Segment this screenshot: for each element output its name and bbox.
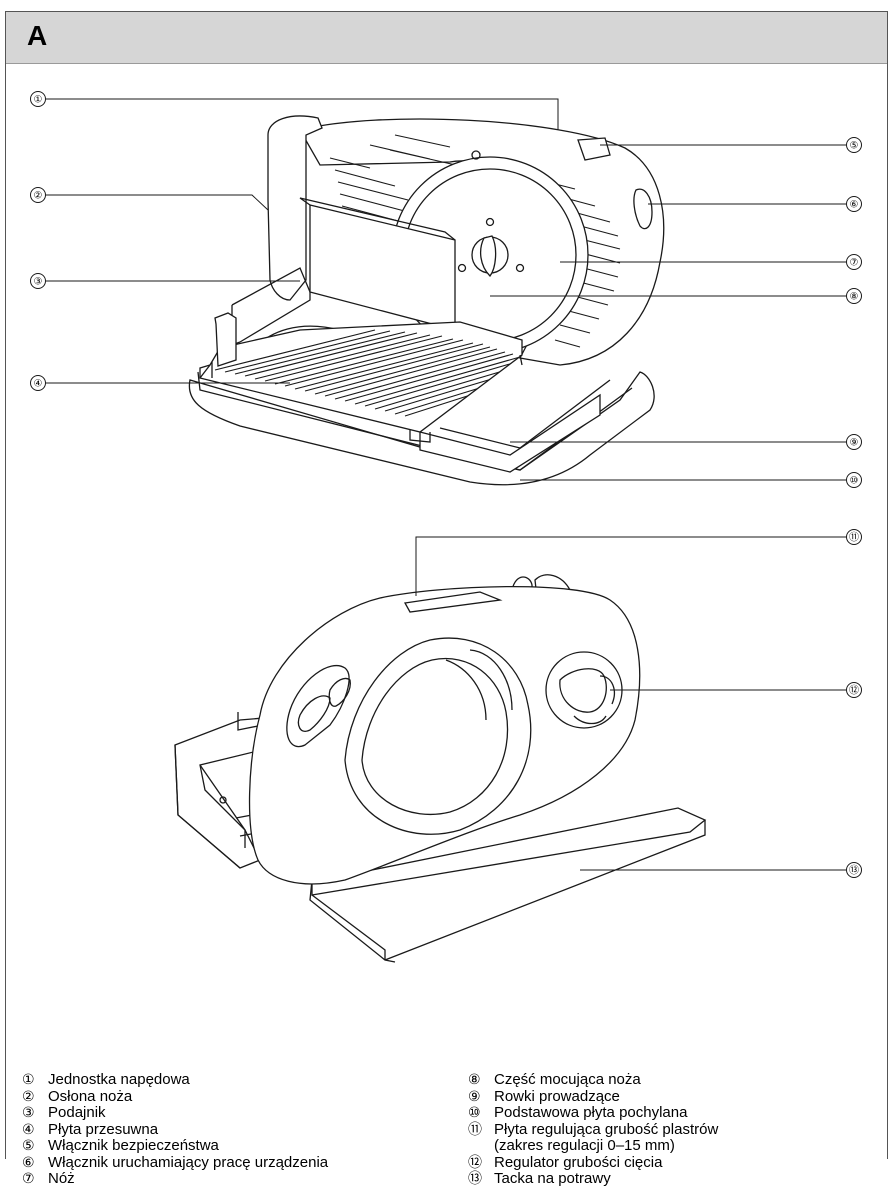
legend-number: ⑨	[468, 1088, 481, 1105]
callout-10: ⑩	[846, 472, 862, 488]
legend-label: Włącznik bezpieczeństwa	[48, 1137, 219, 1154]
legend-number: ⑫	[468, 1154, 482, 1171]
legend-label: Regulator grubości cięcia	[494, 1153, 663, 1171]
legend-item: ③ Podajnik	[22, 1104, 328, 1122]
housing-vents	[329, 134, 621, 348]
legend-item: ⑬ Tacka na potrawy	[468, 1170, 718, 1188]
legend-label: Podajnik	[48, 1104, 106, 1121]
callout-leader-lines	[46, 98, 846, 871]
legend-item: ⑨ Rowki prowadzące	[468, 1087, 718, 1106]
legend-label: Płyta przesuwna	[48, 1120, 159, 1138]
callout-3: ③	[30, 273, 46, 289]
legend-item: ⑤ Włącznik bezpieczeństwa	[22, 1137, 328, 1155]
legend-item: ② Osłona noża	[22, 1087, 328, 1106]
svg-text:②: ②	[34, 191, 43, 202]
callout-12: ⑫	[846, 682, 862, 698]
legend-number: ⑥	[22, 1154, 35, 1171]
slicer-front-view	[188, 115, 665, 486]
svg-text:⑥: ⑥	[850, 200, 859, 211]
legend-item: ① Jednostka napędowa	[22, 1071, 328, 1089]
parts-legend: ① Jednostka napędowa ② Osłona noża ③ Podajn…	[0, 1071, 893, 1187]
blade-fixing	[457, 150, 525, 277]
legend-label: Osłona noża	[48, 1087, 133, 1105]
safety-switch	[577, 137, 611, 161]
legend-item: ⑥ Włącznik uruchamiający pracę urządzenia	[22, 1153, 329, 1172]
callout-2: ②	[30, 187, 46, 203]
thickness-plate	[403, 591, 503, 613]
svg-text:①: ①	[34, 95, 43, 106]
callout-8: ⑧	[846, 288, 862, 304]
svg-text:⑬: ⑬	[849, 865, 859, 877]
guide-grooves	[419, 393, 601, 473]
panel-header: A	[6, 12, 887, 64]
base-plate	[188, 371, 655, 486]
legend-number: ⑪	[468, 1121, 482, 1138]
legend-label: Jednostka napędowa	[48, 1071, 190, 1088]
panel-letter: A	[27, 20, 48, 51]
callout-6: ⑥	[846, 196, 862, 212]
legend-item: ⑪ Płyta regulująca grubość plastrów (zakr…	[468, 1120, 719, 1155]
callout-5: ⑤	[846, 137, 862, 153]
svg-text:⑪: ⑪	[849, 532, 859, 544]
callout-11: ⑪	[846, 529, 862, 545]
svg-text:④: ④	[34, 379, 43, 390]
svg-text:⑧: ⑧	[850, 292, 859, 303]
legend-number: ②	[22, 1088, 35, 1105]
legend-label: Włącznik uruchamiający pracę urządzenia	[48, 1153, 329, 1171]
callout-9: ⑨	[846, 434, 862, 450]
legend-right-column: ⑧ Część mocująca noża ⑨ Rowki prowadzące ⑩…	[468, 1071, 719, 1188]
legend-item: ⑩ Podstawowa płyta pochylana	[468, 1104, 718, 1122]
svg-text:⑤: ⑤	[850, 141, 859, 152]
legend-left-column: ① Jednostka napędowa ② Osłona noża ③ Podajn…	[22, 1071, 329, 1188]
legend-label: Część mocująca noża	[494, 1071, 641, 1088]
svg-text:⑨: ⑨	[850, 438, 859, 449]
legend-number: ⑬	[468, 1171, 482, 1187]
legend-label: Płyta regulująca grubość plastrów (zakre…	[494, 1120, 719, 1154]
legend-item: ④ Płyta przesuwna	[22, 1120, 328, 1139]
legend-number: ⑤	[22, 1138, 35, 1154]
slicer-rear-view	[174, 574, 707, 963]
legend-item: ⑫ Regulator grubości cięcia	[468, 1153, 718, 1172]
callout-4: ④	[30, 375, 46, 391]
knife-guard	[267, 115, 323, 301]
legend-number: ①	[22, 1072, 35, 1088]
svg-text:⑩: ⑩	[850, 476, 859, 487]
callout-1: ①	[30, 91, 46, 107]
legend-number: ⑧	[468, 1072, 481, 1088]
svg-text:⑦: ⑦	[850, 258, 859, 269]
on-switch	[633, 188, 653, 230]
legend-number: ③	[22, 1105, 35, 1121]
legend-number: ⑩	[468, 1105, 481, 1121]
legend-label: Rowki prowadzące	[494, 1087, 620, 1105]
legend-label: Nóż	[48, 1170, 75, 1187]
legend-item: ⑧ Część mocująca noża	[468, 1071, 718, 1089]
svg-text:⑫: ⑫	[849, 685, 859, 697]
callout-markers: ① ② ③ ④ ⑤ ⑥ ⑦ ⑧ ⑨ ⑩ ⑪ ⑫ ⑬	[30, 91, 862, 878]
legend-label: Podstawowa płyta pochylana	[494, 1104, 688, 1121]
callout-13: ⑬	[846, 862, 862, 878]
legend-number: ④	[22, 1121, 35, 1138]
slicer-diagram: ① ② ③ ④ ⑤ ⑥ ⑦ ⑧ ⑨ ⑩ ⑪ ⑫ ⑬	[30, 91, 862, 963]
legend-number: ⑦	[22, 1171, 35, 1187]
figure-frame: A	[5, 11, 888, 1159]
callout-7: ⑦	[846, 254, 862, 270]
svg-text:③: ③	[34, 277, 43, 288]
legend-item: ⑦ Nóż	[22, 1170, 328, 1188]
legend-label: Tacka na potrawy	[494, 1170, 611, 1187]
